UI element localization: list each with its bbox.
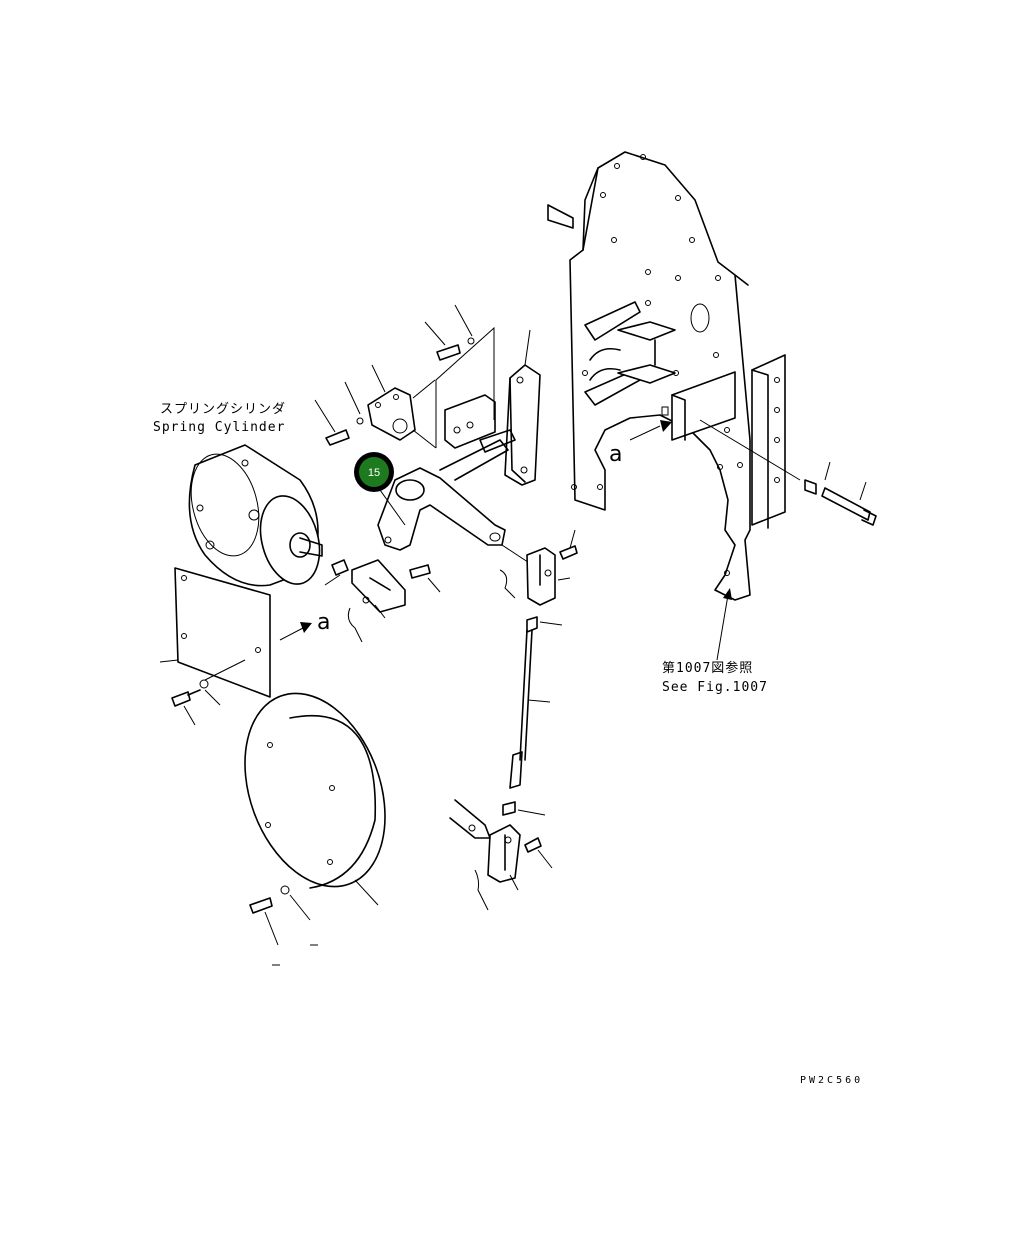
frame-plate	[547, 151, 751, 601]
see-fig-label-en: See Fig.1007	[662, 680, 768, 695]
long-bolt	[699, 419, 877, 526]
spring-cylinder-label-jp: スプリングシリンダ	[160, 402, 286, 417]
clevis-right	[499, 529, 578, 606]
see-fig-arrow	[716, 588, 732, 661]
rod	[502, 616, 563, 816]
clevis-left	[324, 559, 441, 643]
cover-plate	[159, 567, 271, 726]
callout-badge-15[interactable]: 15	[354, 452, 394, 492]
spring-cylinder	[188, 444, 323, 587]
side-bar-plate	[751, 354, 786, 529]
spring-cylinder-label-en: Spring Cylinder	[153, 420, 285, 435]
callout-number: 15	[368, 467, 380, 479]
cover-disc	[244, 692, 386, 966]
mounting-block	[661, 371, 736, 441]
view-arrow-lower	[279, 622, 312, 641]
drawing-code: PW2C560	[800, 1075, 863, 1086]
upper-bracket	[424, 304, 541, 486]
see-fig-label-jp: 第1007図参照	[662, 660, 753, 676]
clevis-lower	[449, 799, 553, 911]
view-arrow-upper	[629, 420, 672, 441]
view-a-label-upper: a	[609, 442, 622, 467]
mount-plate	[314, 364, 437, 449]
view-a-label-lower: a	[317, 610, 330, 635]
lever-arm	[377, 439, 541, 571]
